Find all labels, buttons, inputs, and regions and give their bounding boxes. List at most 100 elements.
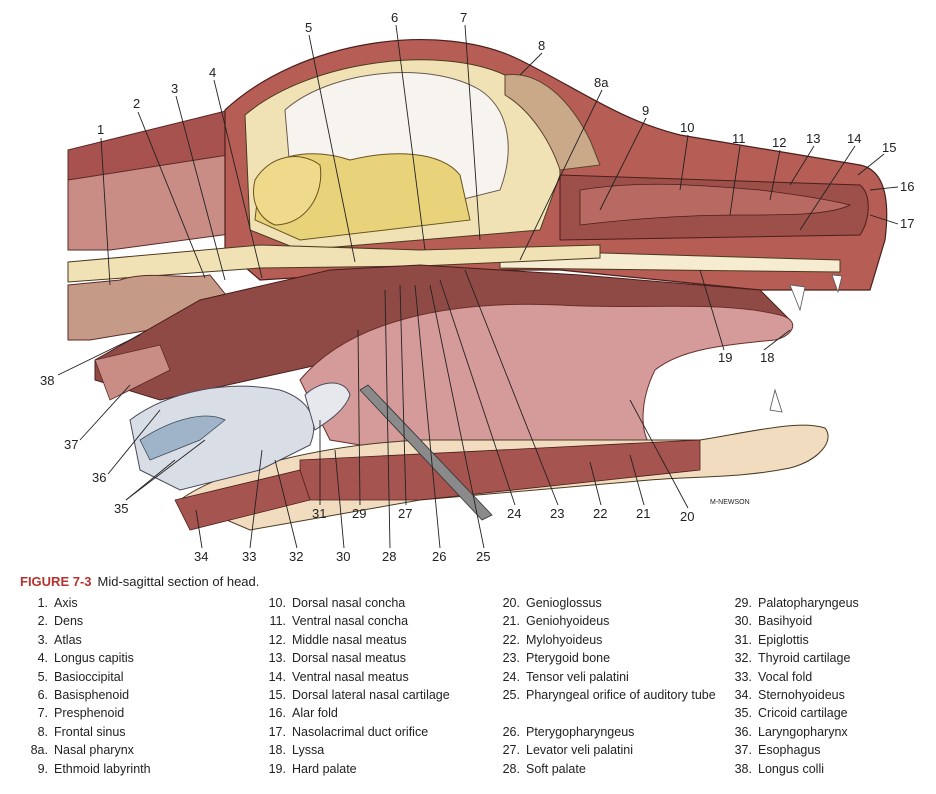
legend-item: 16.Alar fold <box>268 706 338 721</box>
legend-item: 7.Presphenoid <box>37 706 125 721</box>
callout-29: 29 <box>352 506 366 521</box>
callout-6: 6 <box>391 10 398 25</box>
legend-item: 30.Basihyoid <box>734 614 813 629</box>
legend-item: 34.Sternohyoideus <box>734 687 845 702</box>
legend-item: 14.Ventral nasal meatus <box>268 669 409 684</box>
frontal-sinus <box>504 73 601 171</box>
legend-item: 13.Dorsal nasal meatus <box>268 651 406 666</box>
tongue <box>299 303 793 456</box>
callout-18: 18 <box>760 350 774 365</box>
upper-incisor-tooth <box>831 274 843 294</box>
callout-38: 38 <box>40 373 54 388</box>
callout-7: 7 <box>460 10 467 25</box>
callout-11: 11 <box>732 131 746 146</box>
legend-item: 32.Thyroid cartilage <box>734 651 851 666</box>
legend-item: 8a.Nasal pharynx <box>30 743 134 758</box>
legend-column-1: 1.Axis 2.Dens 3.Atlas 4.Longus capitis 5… <box>20 594 240 778</box>
legend-column-3: 20.Genioglossus 21.Geniohyoideus 22.Mylo… <box>492 594 722 778</box>
legend-column-2: 10.Dorsal nasal concha 11.Ventral nasal … <box>258 594 488 778</box>
legend-item: 6.Basisphenoid <box>37 687 130 702</box>
callout-19: 19 <box>718 350 732 365</box>
legend-item: 24.Tensor veli palatini <box>502 669 629 684</box>
callout-16: 16 <box>900 179 914 194</box>
callout-17: 17 <box>900 216 914 231</box>
callout-36: 36 <box>92 470 106 485</box>
caption-label: FIGURE 7-3 <box>20 574 92 589</box>
callout-33: 33 <box>242 549 256 564</box>
legend-item: 36.Laryngopharynx <box>734 724 848 739</box>
legend-item: 3.Atlas <box>37 632 82 647</box>
callout-3: 3 <box>171 81 178 96</box>
callout-28: 28 <box>382 549 396 564</box>
callout-32: 32 <box>289 549 303 564</box>
head-section-illustration: M-NEWSON <box>40 10 914 564</box>
legend-item: 9.Ethmoid labyrinth <box>37 761 151 776</box>
callout-26: 26 <box>432 549 446 564</box>
legend: 1.Axis 2.Dens 3.Atlas 4.Longus capitis 5… <box>0 594 936 790</box>
callout-31: 31 <box>312 506 326 521</box>
callout-21: 21 <box>636 506 650 521</box>
callout-2: 2 <box>133 96 140 111</box>
legend-item: 26.Pterygopharyngeus <box>502 724 635 739</box>
cerebellum <box>253 156 322 226</box>
callout-27: 27 <box>398 506 412 521</box>
legend-item: 8.Frontal sinus <box>37 724 126 739</box>
lower-canine-tooth <box>769 388 783 413</box>
legend-item: 31.Epiglottis <box>734 632 809 647</box>
callout-30: 30 <box>336 549 350 564</box>
callout-1: 1 <box>97 122 104 137</box>
legend-item: 33.Vocal fold <box>734 669 813 684</box>
callout-20: 20 <box>680 509 694 524</box>
legend-item: 5.Basioccipital <box>37 669 124 684</box>
legend-column-4: 29.Palatopharyngeus 30.Basihyoid 31.Epig… <box>724 594 934 778</box>
callout-8a: 8a <box>594 75 609 90</box>
legend-item: 4.Longus capitis <box>37 651 134 666</box>
callout-10: 10 <box>680 120 694 135</box>
leader-lines <box>57 24 899 549</box>
legend-item: 28.Soft palate <box>502 761 586 776</box>
legend-item: 10.Dorsal nasal concha <box>268 596 406 610</box>
legend-item: 2.Dens <box>37 614 84 629</box>
legend-item: 37.Esophagus <box>734 743 821 758</box>
epiglottis <box>304 382 351 431</box>
cricoid-cartilage <box>139 415 226 461</box>
callout-4: 4 <box>209 65 216 80</box>
nasal-conchae <box>579 183 852 226</box>
callout-23: 23 <box>550 506 564 521</box>
callout-35: 35 <box>114 501 128 516</box>
legend-item: 38.Longus colli <box>734 761 825 776</box>
probe-rod <box>359 384 493 521</box>
callout-9: 9 <box>642 103 649 118</box>
callout-34: 34 <box>194 549 208 564</box>
callout-5: 5 <box>305 20 312 35</box>
larynx-cavity <box>129 385 315 491</box>
legend-item: 19.Hard palate <box>268 761 357 776</box>
legend-item: 1.Axis <box>37 596 78 610</box>
esophagus <box>94 344 171 401</box>
legend-item: 20.Genioglossus <box>502 596 602 610</box>
legend-item: 12.Middle nasal meatus <box>268 632 407 647</box>
callout-8: 8 <box>538 38 545 53</box>
legend-item: 23.Pterygoid bone <box>502 651 611 666</box>
callout-13: 13 <box>806 131 820 146</box>
legend-item: 29.Palatopharyngeus <box>734 596 859 610</box>
callout-24: 24 <box>507 506 521 521</box>
callout-37: 37 <box>64 437 78 452</box>
figure-caption: FIGURE 7-3 Mid-sagittal section of head. <box>20 574 259 589</box>
callout-labels: 1 2 3 4 5 6 7 8 8a 9 10 11 12 13 14 15 1… <box>40 10 914 564</box>
callout-25: 25 <box>476 549 490 564</box>
legend-item: 27.Levator veli palatini <box>502 743 634 758</box>
legend-item: 11.Ventral nasal concha <box>269 614 409 629</box>
caption-text: Mid-sagittal section of head. <box>97 574 260 589</box>
callout-15: 15 <box>882 140 896 155</box>
legend-item: 15.Dorsal lateral nasal cartilage <box>268 687 450 702</box>
legend-item: 35.Cricoid cartilage <box>734 706 848 721</box>
legend-item: 22.Mylohyoideus <box>502 632 603 647</box>
upper-canine-tooth <box>789 284 806 312</box>
callout-22: 22 <box>593 506 607 521</box>
legend-item: 25.Pharyngeal orifice of auditory tube <box>502 687 716 702</box>
legend-item: 21.Geniohyoideus <box>502 614 610 629</box>
legend-item: 17.Nasolacrimal duct orifice <box>268 724 429 739</box>
artist-signature: M-NEWSON <box>710 499 750 506</box>
callout-12: 12 <box>772 135 786 150</box>
